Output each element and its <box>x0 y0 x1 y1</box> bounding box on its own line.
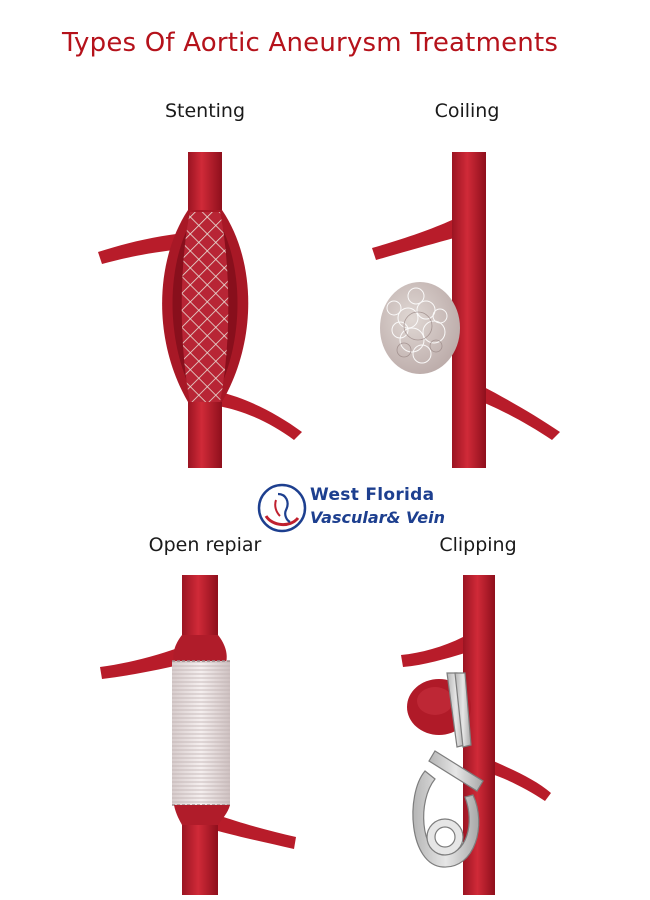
logo-emblem-icon <box>257 483 307 533</box>
page-title: Types Of Aortic Aneurysm Treatments <box>62 28 559 58</box>
coiling-illustration <box>372 152 560 468</box>
vessel-branch <box>218 815 296 849</box>
vessel-branch <box>98 232 194 264</box>
logo-text-line2: Vascular& Vein <box>310 508 445 527</box>
label-clipping: Clipping <box>439 534 517 556</box>
logo: West Florida Vascular& Vein <box>254 478 445 540</box>
label-open-repair: Open repiar <box>148 534 262 556</box>
vessel-branch <box>218 392 302 440</box>
surgical-clip <box>412 672 484 868</box>
stenting-illustration <box>98 152 302 468</box>
label-stenting: Stenting <box>164 100 246 122</box>
vessel-branch <box>482 386 560 440</box>
open-repair-illustration <box>100 575 296 895</box>
logo-text-line1: West Florida <box>310 485 435 505</box>
aorta <box>452 152 486 468</box>
vessel-branch <box>489 759 551 801</box>
vessel-branch <box>100 645 188 679</box>
clipping-illustration <box>401 575 551 895</box>
vessel-branch <box>401 637 465 667</box>
vessel-branch <box>372 220 454 260</box>
label-coiling: Coiling <box>434 100 500 122</box>
